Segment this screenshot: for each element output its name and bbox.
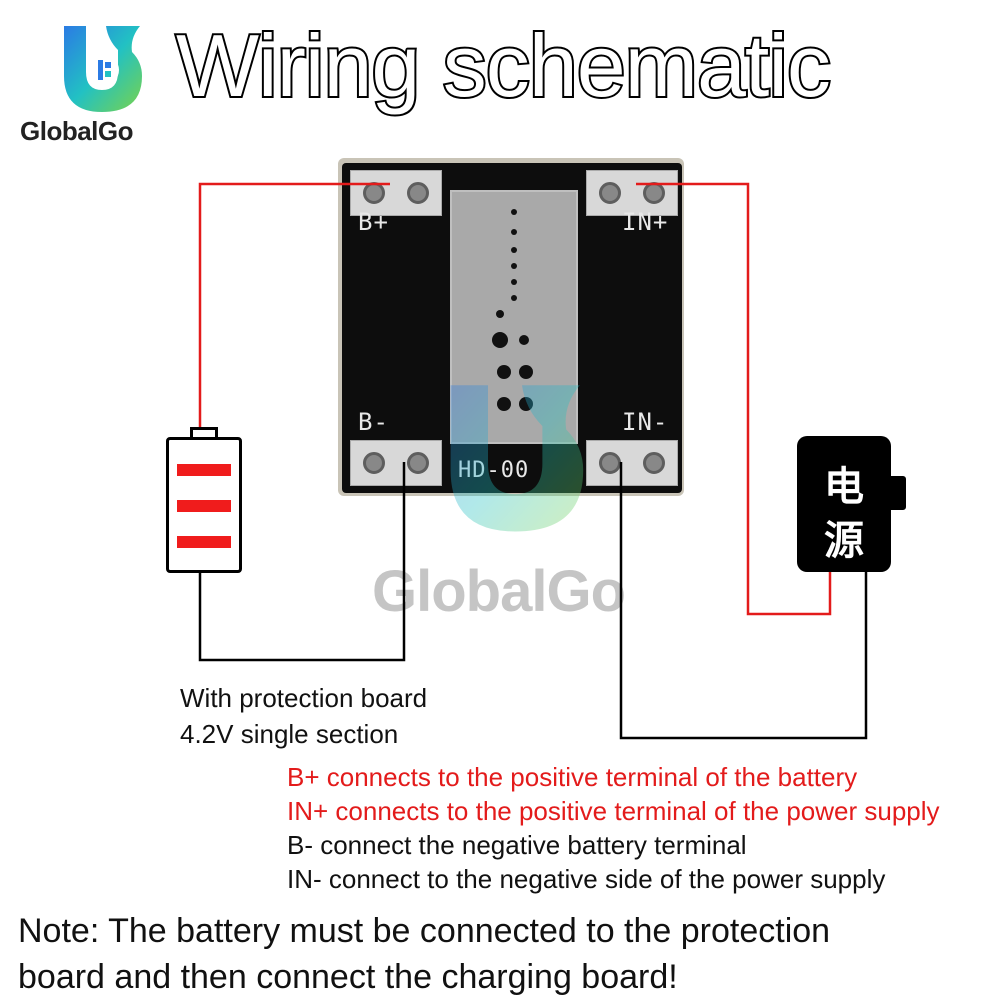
power-supply-label-2: 源 bbox=[824, 518, 864, 564]
instruction-b-plus: B+ connects to the positive terminal of … bbox=[287, 762, 858, 792]
battery-icon bbox=[166, 437, 242, 573]
instructions-list: B+ connects to the positive terminal of … bbox=[287, 760, 940, 896]
label-b-plus: B+ bbox=[358, 208, 389, 236]
instruction-b-minus: B- connect the negative battery terminal bbox=[287, 830, 747, 860]
label-in-minus: IN- bbox=[622, 408, 669, 436]
page-title: Wiring schematic bbox=[174, 14, 833, 117]
note-line-1: Note: The battery must be connected to t… bbox=[18, 912, 831, 950]
battery-caption-line-1: With protection board bbox=[180, 683, 428, 713]
brand-name: GlobalGo bbox=[20, 116, 134, 146]
chip-vias-icon bbox=[492, 209, 533, 411]
battery-caption-line-2: 4.2V single section bbox=[180, 719, 399, 749]
watermark-logo-icon bbox=[450, 385, 584, 532]
battery-terminal bbox=[190, 427, 218, 440]
watermark-text: GlobalGo bbox=[372, 559, 626, 624]
globalgo-logo-icon bbox=[64, 26, 142, 112]
power-supply-label-1: 电 bbox=[824, 464, 864, 510]
power-supply: 电 源 bbox=[797, 436, 891, 572]
pad-in-minus bbox=[586, 440, 678, 486]
instruction-in-minus: IN- connect to the negative side of the … bbox=[287, 864, 886, 894]
label-in-plus: IN+ bbox=[622, 208, 669, 236]
note: Note: The battery must be connected to t… bbox=[18, 908, 830, 1000]
label-b-minus: B- bbox=[358, 408, 389, 436]
battery-caption: With protection board 4.2V single sectio… bbox=[180, 680, 427, 752]
power-plug-icon bbox=[888, 476, 906, 510]
instruction-in-plus: IN+ connects to the positive terminal of… bbox=[287, 796, 940, 826]
note-line-2: board and then connect the charging boar… bbox=[18, 958, 678, 996]
brand-logo: GlobalGo bbox=[20, 14, 170, 146]
